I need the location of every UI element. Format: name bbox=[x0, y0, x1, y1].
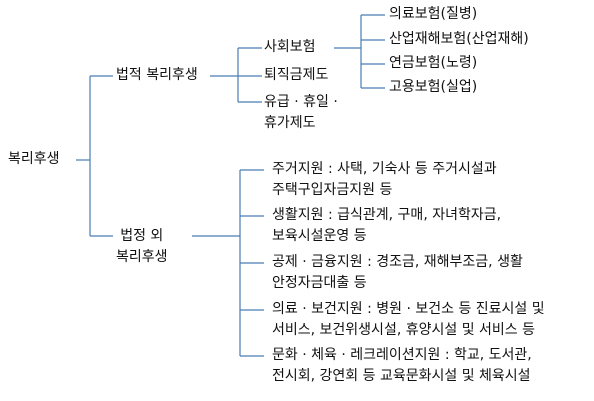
paid-holiday-line2: 휴가제도 bbox=[264, 115, 316, 131]
housing-support-node: 주거지원 : 사택, 기숙사 등 주거시설과 주택구입자금지원 등 bbox=[272, 159, 497, 201]
living-support-node: 생활지원 : 급식관계, 구매, 자녀학자금, 보육시설운영 등 bbox=[272, 205, 501, 247]
financial-support-node: 공제 · 금융지원 : 경조금, 재해부조금, 생활 안정자금대출 등 bbox=[272, 252, 523, 294]
health-support-line2: 서비스, 보건위생시설, 휴양시설 및 서비스 등 bbox=[272, 322, 535, 338]
industrial-accident-insurance-node: 산업재해보험(산업재해) bbox=[389, 31, 529, 47]
employment-insurance-node: 고용보험(실업) bbox=[389, 79, 478, 95]
pension-insurance-node: 연금보험(노령) bbox=[389, 55, 478, 71]
culture-support-line1: 문화 · 체육 · 레크레이션지원 : 학교, 도서관, bbox=[272, 347, 532, 363]
nonlegal-welfare-node: 법정 외 복리후생 bbox=[116, 226, 168, 268]
financial-support-line2: 안정자금대출 등 bbox=[272, 275, 367, 291]
paid-holiday-node: 유급 · 휴일 · 휴가제도 bbox=[264, 92, 338, 134]
health-support-node: 의료 · 보건지원 : 병원 · 보건소 등 진료시설 및 서비스, 보건위생시… bbox=[272, 299, 545, 341]
culture-support-node: 문화 · 체육 · 레크레이션지원 : 학교, 도서관, 전시회, 강연회 등 … bbox=[272, 345, 532, 387]
housing-support-line1: 주거지원 : 사택, 기숙사 등 주거시설과 bbox=[272, 161, 497, 177]
paid-holiday-line1: 유급 · 휴일 · bbox=[264, 94, 338, 110]
nonlegal-label-line1: 법정 외 bbox=[120, 228, 164, 244]
housing-support-line2: 주택구입자금지원 등 bbox=[272, 182, 393, 198]
living-support-line2: 보육시설운영 등 bbox=[272, 228, 367, 244]
nonlegal-label-line2: 복리후생 bbox=[116, 249, 168, 265]
culture-support-line2: 전시회, 강연회 등 교육문화시설 및 체육시설 bbox=[272, 368, 531, 384]
root-node: 복리후생 bbox=[8, 151, 60, 167]
social-insurance-node: 사회보험 bbox=[264, 39, 316, 55]
health-support-line1: 의료 · 보건지원 : 병원 · 보건소 등 진료시설 및 bbox=[272, 301, 545, 317]
severance-system-node: 퇴직금제도 bbox=[264, 67, 329, 83]
legal-welfare-node: 법적 복리후생 bbox=[116, 67, 198, 83]
living-support-line1: 생활지원 : 급식관계, 구매, 자녀학자금, bbox=[272, 207, 502, 223]
financial-support-line1: 공제 · 금융지원 : 경조금, 재해부조금, 생활 bbox=[272, 254, 523, 270]
medical-insurance-node: 의료보험(질병) bbox=[389, 6, 478, 22]
